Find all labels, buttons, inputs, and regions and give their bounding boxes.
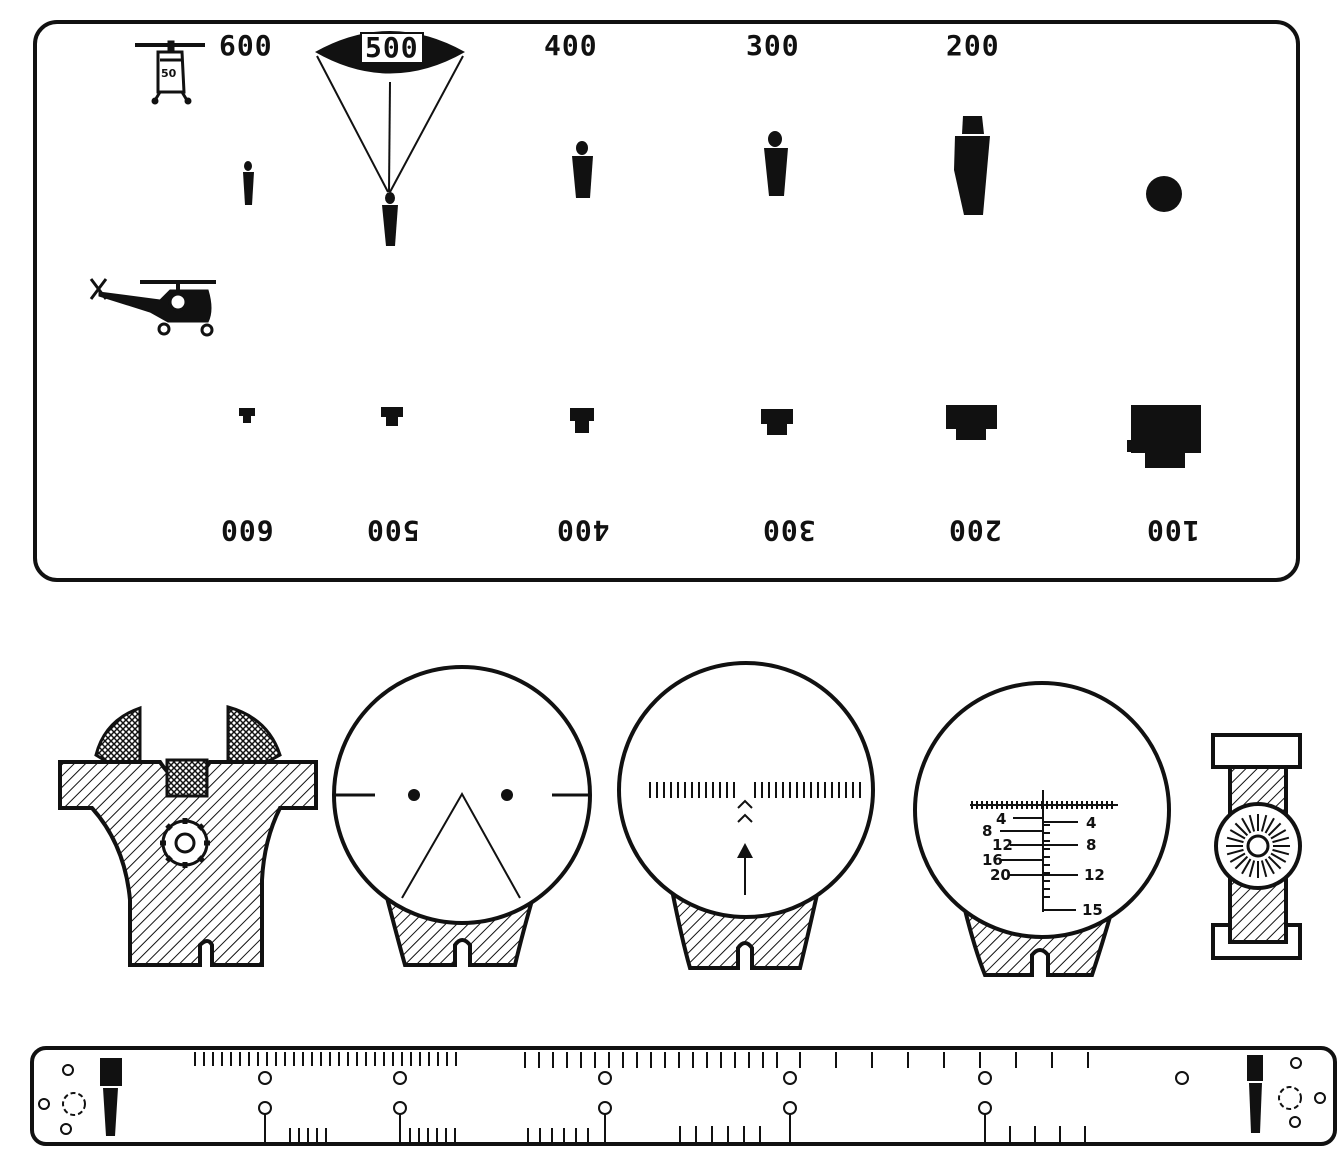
tank-target-300 <box>761 409 793 435</box>
soldier-figure-300 <box>764 131 788 196</box>
target-panel-frame <box>33 20 1300 582</box>
range-label-top-500: 500 <box>360 32 424 64</box>
scale-right-4: 4 <box>1086 814 1097 832</box>
soldier-head-100 <box>1146 176 1182 212</box>
range-label-bottom-600: 600 <box>220 514 274 547</box>
range-label-top-400: 400 <box>544 29 598 62</box>
soldier-figure-600 <box>243 161 254 205</box>
reticle-arrow <box>617 661 875 970</box>
tank-target-200 <box>946 405 997 440</box>
range-label-top-600: 600 <box>219 29 273 62</box>
tank-target-500 <box>381 407 403 426</box>
range-label-top-300: 300 <box>746 29 800 62</box>
scale-left-8: 8 <box>982 822 993 840</box>
scale-left-16: 16 <box>982 851 1003 869</box>
range-label-bottom-400: 400 <box>556 514 610 547</box>
range-label-top-200: 200 <box>946 29 1000 62</box>
sight-mount-front <box>58 705 318 967</box>
reticle-triangle <box>332 665 592 967</box>
tank-target-400 <box>570 408 594 433</box>
soldier-figure-200 <box>954 116 990 215</box>
reticle-range-scale <box>913 681 1171 977</box>
ruler-strip <box>30 1046 1337 1146</box>
helicopter-badge: 50 <box>161 67 177 80</box>
soldier-figure-400 <box>572 141 593 198</box>
range-label-bottom-200: 200 <box>948 514 1002 547</box>
tank-target-100 <box>1127 405 1201 468</box>
scale-right-12: 12 <box>1084 866 1105 884</box>
helicopter-front-icon <box>135 40 205 105</box>
focus-knob-side <box>1211 733 1302 960</box>
scale-right-15: 15 <box>1082 901 1103 919</box>
range-label-bottom-300: 300 <box>762 514 816 547</box>
scale-left-20: 20 <box>990 866 1011 884</box>
soldier-figure-500 <box>382 192 398 246</box>
helicopter-side-icon <box>89 278 216 337</box>
scale-left-4: 4 <box>996 810 1007 828</box>
scale-left-12: 12 <box>992 836 1013 854</box>
range-label-bottom-500: 500 <box>366 514 420 547</box>
tank-target-600 <box>239 408 255 423</box>
scale-right-8: 8 <box>1086 836 1097 854</box>
range-label-bottom-100: 100 <box>1146 514 1200 547</box>
